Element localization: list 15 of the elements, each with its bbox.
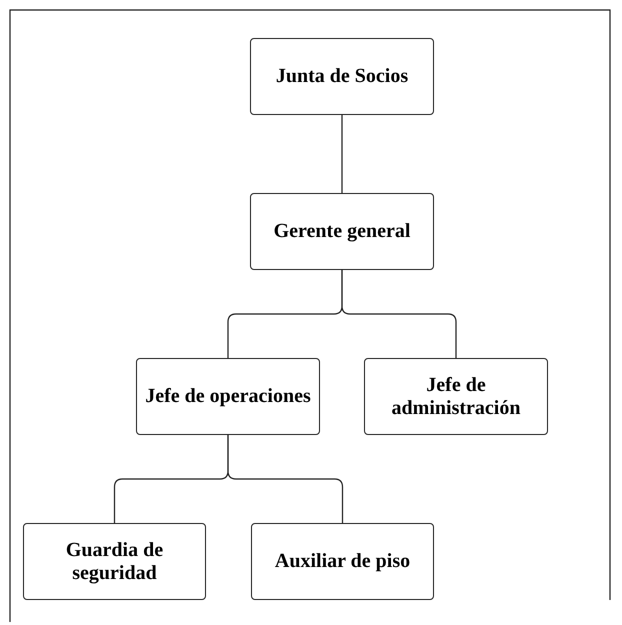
org-box [250,193,434,270]
box-title: Auxiliar de piso [274,550,410,573]
connector-line [227,435,344,523]
box-title: Gerente general [274,220,410,243]
box-title: Jefe de operaciones [145,385,311,408]
org-box [136,358,320,435]
box-title: Jefe de administración [390,374,522,420]
connector-line [341,115,343,193]
org-box [251,523,434,600]
box-title: Junta de Socios [276,65,408,88]
org-box [23,523,206,600]
connector-line [341,270,457,358]
box-title: Guardia de seguridad [64,538,164,584]
org-box [364,358,548,435]
org-box [250,38,434,115]
